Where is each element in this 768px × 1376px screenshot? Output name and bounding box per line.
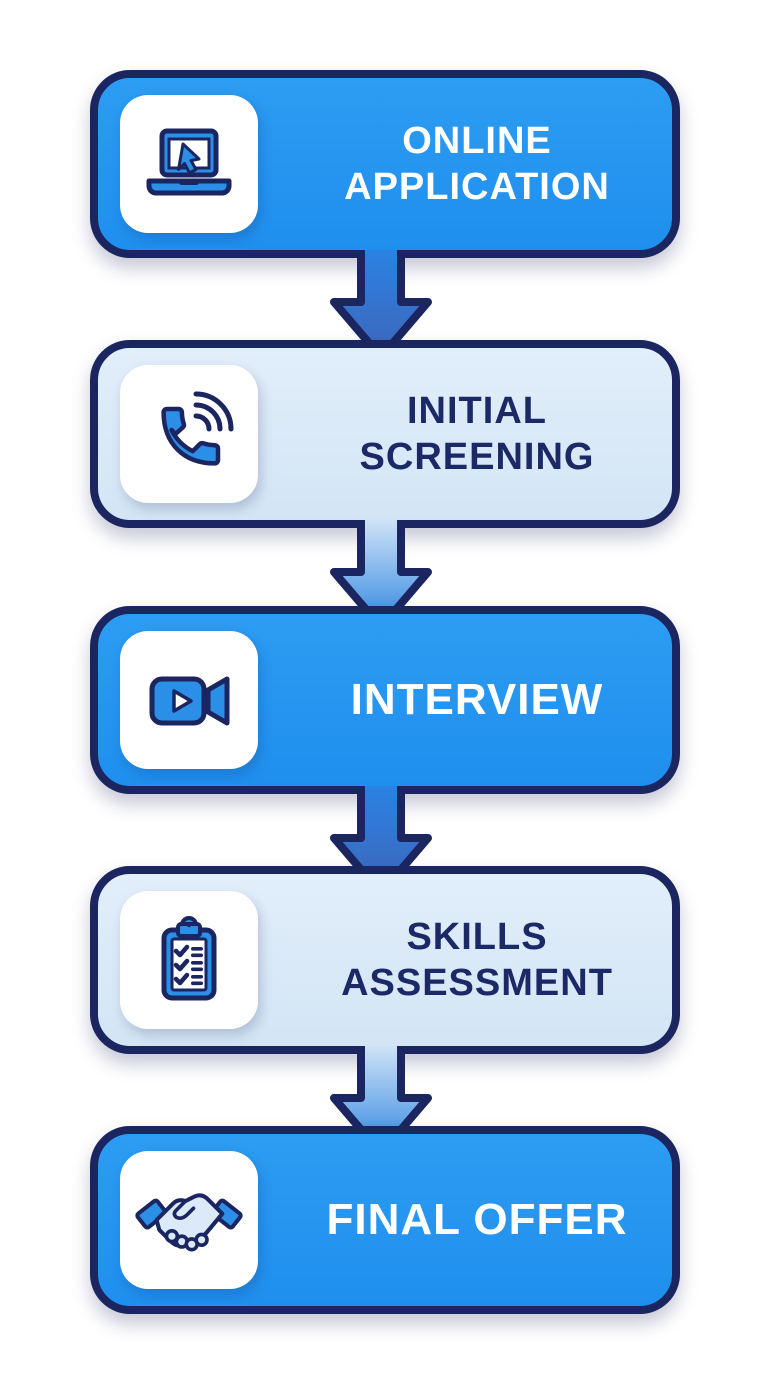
step-label: INITIAL SCREENING xyxy=(359,389,595,478)
step-box-skills-assessment: SKILLS ASSESSMENT xyxy=(90,866,680,1054)
handshake-icon xyxy=(135,1193,243,1252)
step-label: FINAL OFFER xyxy=(326,1195,628,1245)
icon-tile xyxy=(120,1151,258,1289)
step-box-online-application: ONLINE APPLICATION xyxy=(90,70,680,258)
step-label: INTERVIEW xyxy=(350,675,604,725)
video-camera-icon xyxy=(149,676,230,726)
step-box-interview: INTERVIEW xyxy=(90,606,680,794)
icon-tile xyxy=(120,631,258,769)
phone-call-icon xyxy=(161,391,234,466)
laptop-cursor-icon xyxy=(146,128,232,196)
icon-tile xyxy=(120,95,258,233)
step-box-initial-screening: INITIAL SCREENING xyxy=(90,340,680,528)
icon-tile xyxy=(120,365,258,503)
step-label: ONLINE APPLICATION xyxy=(344,119,610,208)
step-label: SKILLS ASSESSMENT xyxy=(341,915,613,1004)
step-box-final-offer: FINAL OFFER xyxy=(90,1126,680,1314)
icon-tile xyxy=(120,891,258,1029)
clipboard-checklist-icon xyxy=(161,916,217,1001)
